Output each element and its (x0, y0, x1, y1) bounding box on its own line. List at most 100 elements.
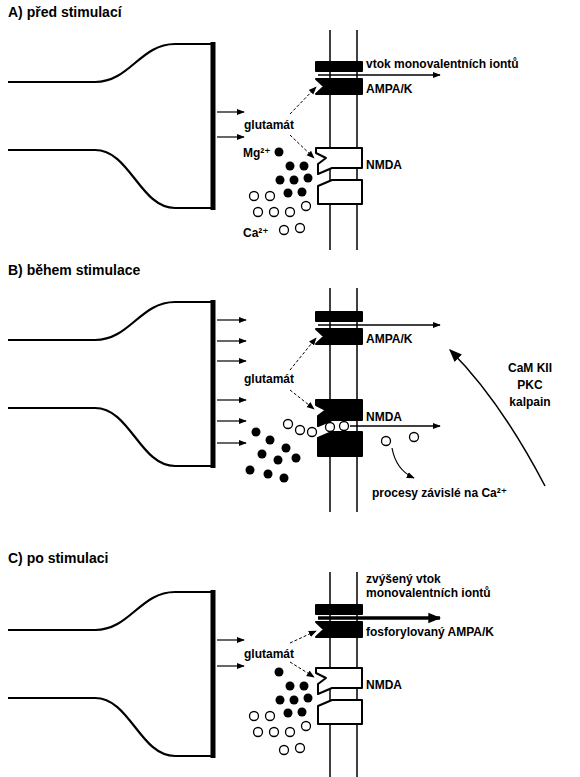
mg-ion (264, 470, 273, 479)
ca-ion (250, 712, 259, 721)
receptor-label: NMDA (366, 410, 402, 424)
release-arrow (217, 639, 244, 640)
ampa-receptor: fosforylovaný AMPA/K (312, 599, 562, 643)
presynaptic-terminal (8, 592, 212, 630)
mg-ion (252, 428, 261, 437)
release-arrow (217, 136, 244, 137)
ca-ion (340, 422, 349, 431)
mg-ion (280, 474, 289, 483)
release-arrow (217, 399, 246, 400)
receptor-subunit (318, 432, 362, 456)
mg-ion (246, 466, 255, 475)
ca-ion (286, 208, 295, 217)
active-zone (211, 300, 216, 468)
mg-ion (276, 696, 285, 705)
ca-ion (254, 728, 263, 737)
process-label: procesy závislé na Ca²⁺ (372, 486, 507, 501)
ca-ion (280, 226, 289, 235)
ion-flux-arrow (318, 74, 440, 76)
mg-ion (290, 176, 299, 185)
receptor-label: AMPA/K (366, 82, 412, 96)
panel-heading: B) během stimulace (8, 262, 140, 279)
receptor-shape (312, 664, 422, 730)
mg-ion (290, 696, 299, 705)
presynaptic-terminal (8, 150, 212, 208)
ca-ion (296, 744, 305, 753)
ampa-receptor: AMPA/K (312, 306, 562, 350)
mg-ion (284, 709, 293, 718)
ca-ion (302, 202, 311, 211)
release-arrow (217, 665, 244, 666)
receptor-shape (312, 144, 422, 210)
ca-ion (308, 428, 317, 437)
ca-ion (286, 728, 295, 737)
ca-ion (266, 712, 275, 721)
mg-ion (286, 162, 295, 171)
mg-ion (298, 188, 307, 197)
active-zone (211, 590, 216, 758)
ca-ion (296, 426, 305, 435)
receptor-subunit (316, 605, 362, 614)
enzyme-label: CaM KII PKC kalpain (500, 360, 560, 411)
ca-ion (382, 437, 391, 446)
receptor-label: AMPA/K (366, 332, 412, 346)
mg-ion (282, 444, 291, 453)
mg-ion (275, 668, 284, 677)
flux-label: zvýšený vtok monovalentních iontů (366, 572, 514, 600)
nmda-receptor: NMDA (312, 664, 422, 730)
release-arrow (217, 340, 246, 341)
release-arrow (217, 360, 246, 361)
ca-ion (270, 208, 279, 217)
receptor-subunit (318, 180, 362, 204)
mg-ion (292, 454, 301, 463)
neurotransmitter-label: glutamát (244, 647, 294, 662)
panel-heading: C) po stimulaci (8, 550, 108, 567)
ca-ion (326, 423, 335, 432)
mg-ion (276, 176, 285, 185)
ca-ion (296, 224, 305, 233)
presynaptic-terminal (8, 44, 212, 82)
ion-flux-arrow (318, 324, 440, 326)
release-arrow (217, 420, 246, 421)
receptor-subunit (316, 312, 362, 321)
process-arrow (392, 448, 414, 478)
mg-ion (304, 174, 313, 183)
ion-label: Ca²⁺ (243, 226, 269, 241)
presynaptic-terminal (8, 302, 212, 340)
active-zone (211, 42, 216, 210)
neurotransmitter-label: glutamát (244, 372, 294, 387)
mg-ion (286, 682, 295, 691)
ion-label: Mg²⁺ (243, 146, 271, 161)
glutamate-arrow (290, 338, 316, 370)
mg-ion (300, 682, 309, 691)
presynaptic-terminal (8, 698, 212, 756)
nmda-receptor: NMDA (312, 396, 422, 462)
mg-ion (304, 694, 313, 703)
mg-ion (275, 148, 284, 157)
ca-ion (250, 192, 259, 201)
receptor-subunit (316, 62, 362, 71)
ca-ion (270, 728, 279, 737)
ca-ion (280, 746, 289, 755)
receptor-subunit (316, 79, 362, 94)
neurotransmitter-label: glutamát (244, 118, 294, 133)
glutamate-arrow (290, 87, 316, 114)
ca-ion (254, 208, 263, 217)
mg-ion (298, 708, 307, 717)
release-arrow (217, 319, 246, 320)
glutamate-arrow (290, 135, 314, 158)
mg-ion (300, 162, 309, 171)
ca-ion (284, 420, 293, 429)
receptor-label: NMDA (366, 678, 402, 692)
mg-ion (274, 456, 283, 465)
ca-ion (410, 433, 419, 442)
receptor-shape (312, 306, 562, 350)
receptor-subunit (316, 148, 362, 174)
panel-heading: A) před stimulací (8, 4, 122, 21)
receptor-subunit (316, 668, 362, 694)
release-arrow (217, 111, 244, 112)
calcium-flux-arrow (350, 425, 440, 427)
receptor-label: fosforylovaný AMPA/K (366, 625, 494, 639)
release-arrow (217, 442, 246, 443)
